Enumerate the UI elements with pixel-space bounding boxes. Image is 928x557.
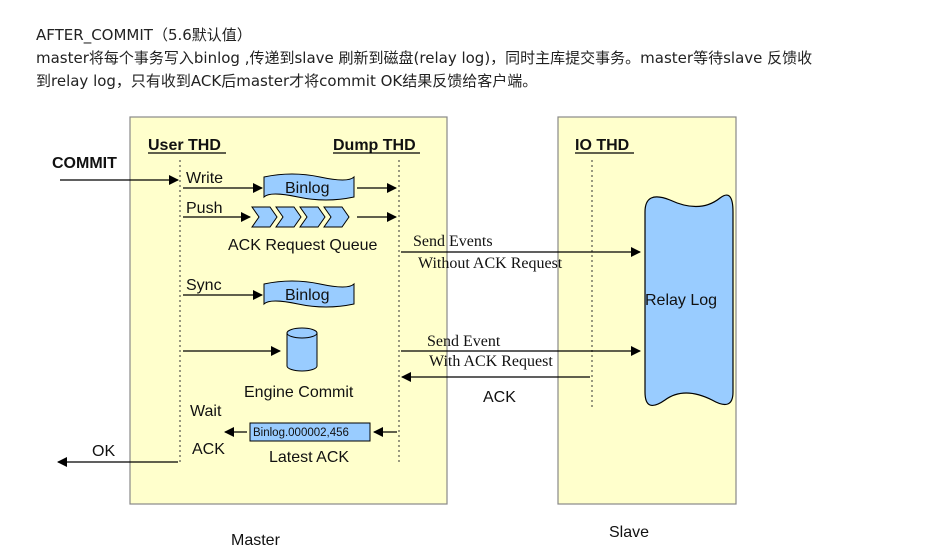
ack-left-label: ACK: [192, 441, 225, 458]
dump-thd-label: Dump THD: [333, 137, 416, 154]
ack-request-queue-icon: [251, 206, 350, 228]
description-line-1: master将每个事务写入binlog ,传递到slave 刷新到磁盘(rela…: [36, 49, 813, 67]
latest-ack-label: Latest ACK: [269, 449, 349, 466]
commit-label: COMMIT: [52, 155, 117, 172]
ok-label: OK: [92, 443, 115, 460]
slave-label: Slave: [609, 524, 649, 541]
binlog-1-shape: [263, 173, 355, 201]
description-text: AFTER_COMMIT（5.6默认值） master将每个事务写入binlog…: [36, 24, 916, 93]
sync-label: Sync: [186, 277, 222, 294]
push-label: Push: [186, 200, 222, 217]
binlog-position-box: [249, 422, 371, 442]
user-thd-label: User THD: [148, 137, 221, 154]
send-events-label-2: Without ACK Request: [418, 255, 563, 272]
ack-reply-label: ACK: [483, 389, 516, 406]
master-label: Master: [231, 532, 281, 549]
binlog-1-label: Binlog: [285, 180, 329, 197]
relay-log-label: Relay Log: [645, 292, 717, 309]
ack-request-queue-label: ACK Request Queue: [228, 237, 378, 254]
relay-log-shape: [644, 194, 734, 407]
binlog-position-label: Binlog.000002,456: [253, 427, 349, 439]
send-events-label-1: Send Events: [413, 233, 493, 250]
section-title: AFTER_COMMIT（5.6默认值）: [36, 26, 252, 44]
engine-commit-label: Engine Commit: [244, 384, 354, 401]
send-event-label-1: Send Event: [427, 333, 501, 350]
write-label: Write: [186, 170, 223, 187]
send-event-label-2: With ACK Request: [429, 353, 553, 370]
binlog-2-shape: [263, 280, 355, 308]
io-thd-label: IO THD: [575, 137, 629, 154]
binlog-2-label: Binlog: [285, 287, 329, 304]
description-line-2: 到relay log，只有收到ACK后master才将commit OK结果反馈…: [36, 72, 538, 90]
wait-label: Wait: [190, 403, 222, 420]
database-icon: [286, 327, 318, 372]
